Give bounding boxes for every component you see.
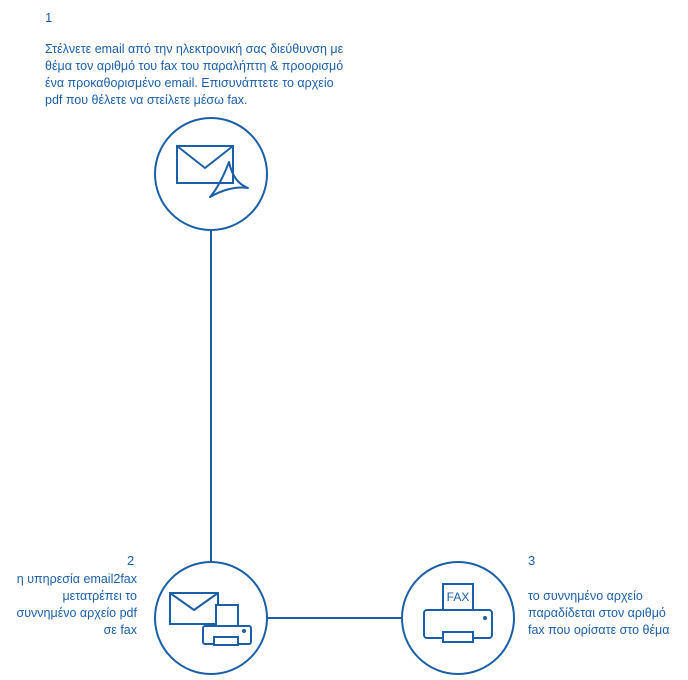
step-3-number: 3 bbox=[528, 553, 536, 568]
step-1-line: ένα προκαθορισμένο email. Επισυνάπτετε τ… bbox=[45, 76, 334, 90]
step-3-description: το συννημένο αρχείο παραδίδεται στον αρι… bbox=[528, 588, 669, 639]
step-1-number: 1 bbox=[45, 10, 53, 25]
email-pdf-icon bbox=[154, 117, 268, 231]
step-1-line: θέμα τον αριθμό του fax του παραλήπτη & … bbox=[45, 59, 344, 73]
email-to-fax-icon bbox=[154, 561, 268, 675]
fax-label: FAX bbox=[447, 590, 470, 604]
step-2-description: η υπηρεσία email2fax μετατρέπει το συννη… bbox=[16, 571, 137, 639]
envelope-icon bbox=[176, 145, 234, 184]
step-2-number: 2 bbox=[127, 553, 135, 568]
step-2-line: μετατρέπει το bbox=[62, 589, 137, 603]
step-2-line: σε fax bbox=[103, 623, 137, 637]
pdf-icon bbox=[209, 161, 249, 198]
step-3-line: παραδίδεται στον αριθμό bbox=[528, 606, 666, 620]
step-1-line: Στέλνετε email από την ηλεκτρονική σας δ… bbox=[45, 42, 344, 56]
step-1-description: Στέλνετε email από την ηλεκτρονική σας δ… bbox=[45, 41, 343, 109]
fax-machine-icon: FAX bbox=[401, 561, 515, 675]
step-2-line: η υπηρεσία email2fax bbox=[16, 572, 137, 586]
printer-icon bbox=[202, 604, 252, 646]
step-2-line: συννημένο αρχείο pdf bbox=[16, 606, 137, 620]
step-3-line: fax που ορίσατε στο θέμα bbox=[528, 623, 670, 637]
step-3-line: το συννημένο αρχείο bbox=[528, 589, 643, 603]
step-1-line: pdf που θέλετε να στείλετε μέσω fax. bbox=[45, 93, 248, 107]
envelope-icon bbox=[169, 592, 219, 625]
